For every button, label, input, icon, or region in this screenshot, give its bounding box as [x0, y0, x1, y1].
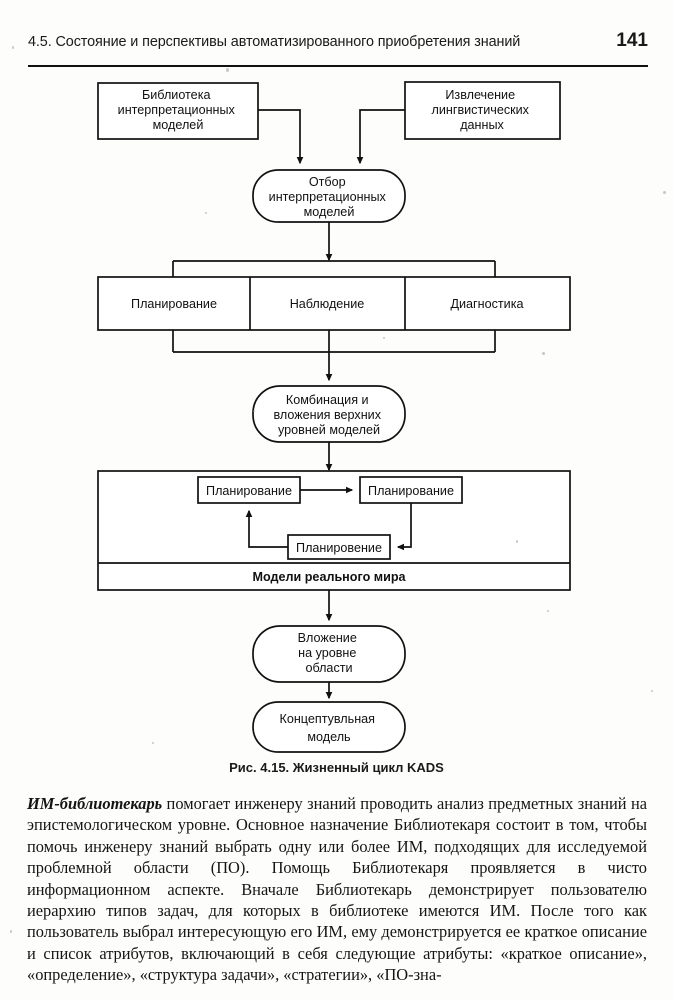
- node-inner-planning-3: [287, 534, 391, 560]
- scan-speck: [651, 690, 653, 692]
- node-inner-planning-2-label: Планирование: [368, 484, 454, 498]
- figure-caption-label: Рис. 4.15.: [229, 760, 290, 775]
- scan-speck: [205, 212, 207, 214]
- edge-library-to-selection: [258, 109, 304, 165]
- body-paragraph: ИМ-библиотекарь помогает инженеру знаний…: [27, 793, 647, 986]
- node-conceptual-model-label: Концептувльная модель: [280, 712, 379, 744]
- edge-extraction-to-selection: [356, 109, 405, 165]
- body-lead-term: ИМ-библиотекарь: [27, 794, 163, 813]
- node-diagnostics-label: Диагностика: [450, 297, 523, 311]
- kads-lifecycle-svg: Библиотека интерпретационных моделей Изв…: [97, 81, 571, 753]
- node-planning-label: Планирование: [131, 297, 217, 311]
- scan-speck: [547, 610, 549, 612]
- scan-speck: [383, 337, 385, 339]
- body-paragraph-text: помогает инженеру знаний проводить анали…: [27, 794, 647, 985]
- scan-speck: [516, 540, 518, 543]
- running-head-title: 4.5. Состояние и перспективы автоматизир…: [28, 34, 521, 50]
- node-inner-planning-2: [359, 476, 463, 504]
- node-conceptual-model-box: [252, 701, 406, 753]
- node-extraction-label: Извлечение лингвистических данных: [432, 88, 533, 132]
- scan-speck: [253, 410, 255, 412]
- node-library-label: Библиотека интерпретационных моделей: [118, 88, 239, 132]
- node-domain-nesting-label: Вложение на уровне области: [298, 631, 361, 675]
- figure-caption: Рис. 4.15. Жизненный цикл KADS: [0, 760, 673, 775]
- scan-speck: [12, 46, 14, 49]
- node-extraction-box: [404, 81, 561, 140]
- scan-speck: [663, 191, 666, 194]
- scan-speck: [152, 742, 154, 744]
- page-number: 141: [616, 30, 648, 51]
- figure-caption-text: Жизненный цикл KADS: [292, 760, 444, 775]
- edge-inner-3-to-1: [245, 509, 288, 548]
- running-head: 4.5. Состояние и перспективы автоматизир…: [28, 30, 648, 67]
- scan-speck: [10, 930, 12, 933]
- edge-inner-2-to-3: [396, 503, 412, 551]
- node-selection-label: Отбор интерпретационных моделей: [269, 175, 390, 219]
- node-observation-label: Наблюдение: [290, 297, 365, 311]
- figure-kads-lifecycle: Библиотека интерпретационных моделей Изв…: [0, 70, 673, 780]
- task-boxes-container: [97, 276, 571, 331]
- node-inner-planning-1-label: Планирование: [206, 484, 292, 498]
- scan-speck: [226, 68, 229, 72]
- body-text: ИМ-библиотекарь помогает инженеру знаний…: [27, 793, 647, 986]
- scan-speck: [542, 352, 545, 355]
- real-world-models-label: Модели реального мира: [252, 570, 406, 584]
- node-library-box: [97, 82, 259, 140]
- node-inner-planning-3-label: Планировение: [296, 541, 382, 555]
- node-combination-label: Комбинация и вложения верхних уровней мо…: [274, 393, 385, 437]
